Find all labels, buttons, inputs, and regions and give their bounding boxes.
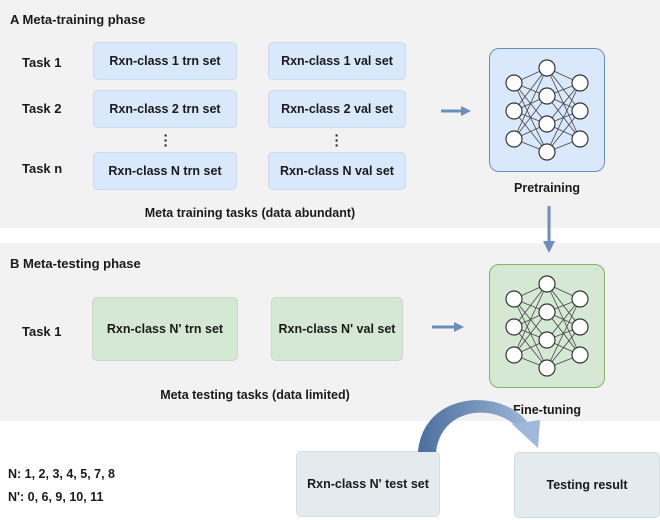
ellipsis-val: ···	[334, 127, 340, 153]
n-classes-note: N: 1, 2, 3, 4, 5, 7, 8	[8, 467, 116, 481]
pretraining-network-graph	[505, 59, 589, 161]
meta-training-caption: Meta training tasks (data abundant)	[144, 206, 356, 220]
n-prime-classes-note: N': 0, 6, 9, 10, 11	[8, 490, 104, 504]
fine-tuning-network-graph	[505, 275, 589, 377]
network-edge	[513, 67, 548, 140]
rxn-class-1-val-set: Rxn-class 1 val set	[268, 42, 406, 80]
network-node	[538, 59, 556, 77]
rxn-class-n-prime-trn-set: Rxn-class N' trn set	[92, 297, 238, 361]
network-node	[571, 102, 589, 120]
task-1-label: Task 1	[22, 55, 62, 70]
testing-result: Testing result	[514, 452, 660, 518]
network-node	[505, 318, 523, 336]
meta-testing-caption: Meta testing tasks (data limited)	[160, 388, 350, 402]
rxn-class-n-trn-set: Rxn-class N trn set	[93, 152, 237, 190]
network-edge	[546, 110, 581, 153]
network-node	[505, 102, 523, 120]
network-node	[505, 346, 523, 364]
network-node	[571, 130, 589, 148]
network-node	[571, 290, 589, 308]
network-edge	[513, 283, 548, 356]
rxn-class-n-val-set: Rxn-class N val set	[268, 152, 406, 190]
network-edge	[513, 67, 548, 112]
network-node	[538, 331, 556, 349]
network-edge	[513, 311, 548, 356]
network-node	[505, 74, 523, 92]
network-edge	[513, 283, 548, 328]
network-node	[571, 318, 589, 336]
network-node	[571, 346, 589, 364]
arrow-to-pretraining	[441, 106, 471, 116]
arrow-to-fine-tuning	[432, 322, 464, 332]
task-2-label: Task 2	[22, 101, 62, 116]
meta-testing-title: B Meta-testing phase	[10, 256, 141, 271]
network-node	[505, 290, 523, 308]
rxn-class-2-trn-set: Rxn-class 2 trn set	[93, 90, 237, 128]
network-node	[538, 359, 556, 377]
arrow-pretraining-to-fine-tuning	[543, 206, 555, 253]
network-node	[538, 275, 556, 293]
network-node	[538, 143, 556, 161]
meta-training-title: A Meta-training phase	[10, 12, 146, 27]
curved-arrow-to-testing-result	[418, 400, 540, 452]
network-node	[538, 87, 556, 105]
rxn-class-2-val-set: Rxn-class 2 val set	[268, 90, 406, 128]
network-node	[571, 74, 589, 92]
network-edge	[546, 82, 581, 125]
network-edge	[546, 82, 581, 153]
network-node	[538, 303, 556, 321]
rxn-class-n-prime-val-set: Rxn-class N' val set	[271, 297, 403, 361]
network-edge	[513, 95, 548, 140]
fine-tuning-label: Fine-tuning	[512, 403, 582, 417]
network-edge	[546, 298, 581, 369]
task-1-testing-label: Task 1	[22, 324, 62, 339]
network-node	[505, 130, 523, 148]
network-node	[538, 115, 556, 133]
rxn-class-1-trn-set: Rxn-class 1 trn set	[93, 42, 237, 80]
network-edge	[546, 298, 581, 341]
task-n-label: Task n	[22, 161, 63, 176]
rxn-class-n-prime-test-set: Rxn-class N' test set	[296, 451, 440, 517]
ellipsis-trn: ···	[163, 127, 169, 153]
network-edge	[546, 326, 581, 369]
pretraining-label: Pretraining	[514, 181, 580, 195]
